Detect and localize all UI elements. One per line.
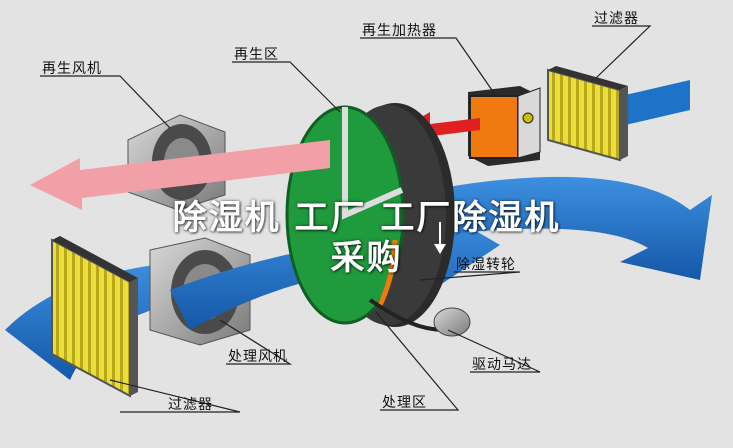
down-arrow-icon	[434, 222, 446, 254]
label-process-fan: 处理风机	[228, 349, 288, 365]
regen-exhaust-arrow	[30, 140, 330, 210]
label-filter-top: 过滤器	[594, 11, 639, 27]
process-air-outlet-arrow	[430, 176, 712, 280]
label-regen-zone: 再生区	[234, 47, 279, 63]
filter-bottom-unit	[51, 236, 138, 398]
label-desiccant-wheel: 除湿转轮	[456, 257, 516, 273]
drive-motor-unit	[368, 298, 471, 337]
filter-top-unit	[547, 66, 628, 162]
callout-leader-lines	[40, 25, 652, 413]
label-regen-fan: 再生风机	[42, 61, 102, 77]
label-regen-heater: 再生加热器	[362, 23, 437, 39]
overlay-title-line1: 除湿机 工厂 工厂除湿机	[172, 198, 561, 238]
label-filter-bottom: 过滤器	[168, 397, 213, 413]
overlay-title-line2: 采购	[330, 238, 403, 278]
label-process-zone: 处理区	[382, 395, 427, 411]
label-drive-motor: 驱动马达	[472, 357, 532, 373]
